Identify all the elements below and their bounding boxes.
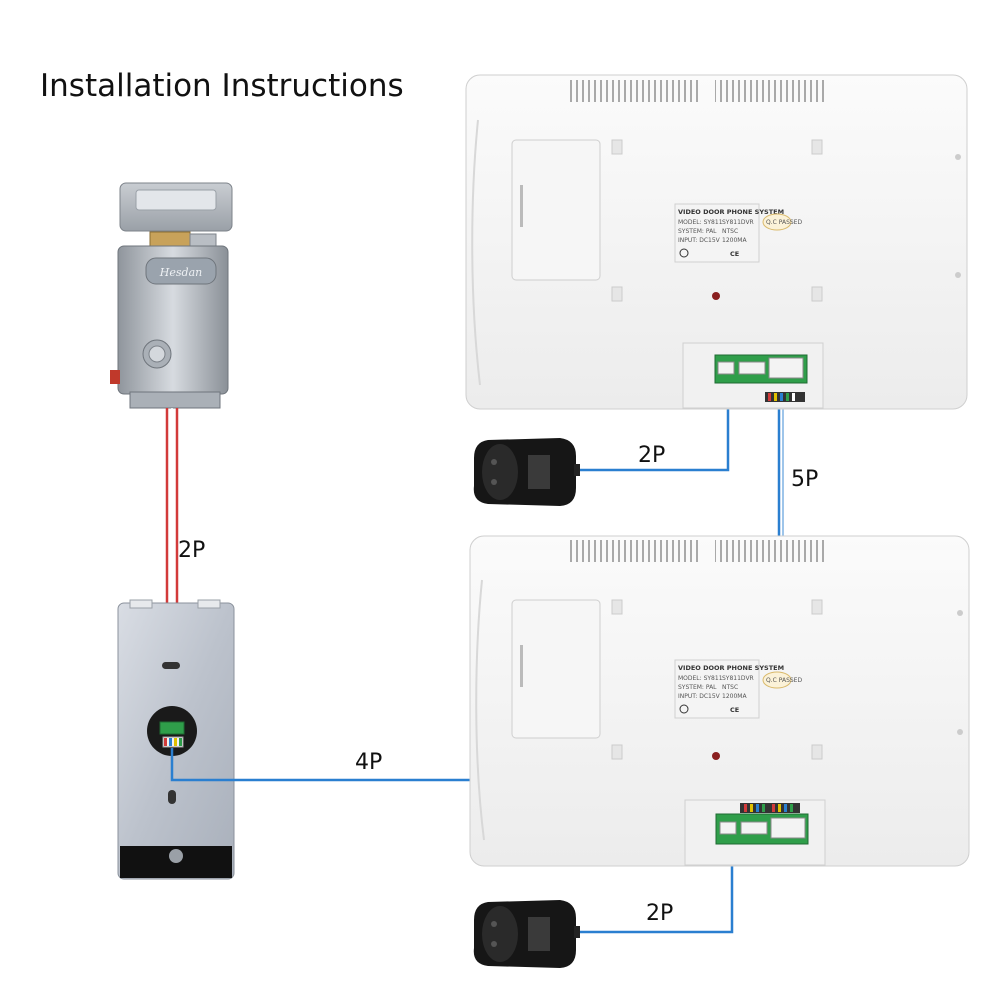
indoor-monitor-top: VIDEO DOOR PHONE SYSTEM MODEL: SY811 SY8… xyxy=(465,74,968,410)
svg-text:SY811DVR: SY811DVR xyxy=(722,219,754,226)
label-adapter-top: 2P xyxy=(638,443,665,468)
rating-label-bottom: VIDEO DOOR PHONE SYSTEM MODEL: SY811 SY8… xyxy=(674,659,802,719)
svg-text:MODEL: SY811: MODEL: SY811 xyxy=(678,219,723,226)
label-adapter-bottom: 2P xyxy=(646,901,673,926)
indoor-monitor-bottom: VIDEO DOOR PHONE SYSTEM MODEL: SY811 SY8… xyxy=(469,535,970,867)
svg-text:SY811DVR: SY811DVR xyxy=(722,675,754,682)
svg-text:SYSTEM: PAL: SYSTEM: PAL xyxy=(678,684,717,691)
lock-brand-logo: Hesdan xyxy=(159,266,202,279)
svg-text:SYSTEM: PAL: SYSTEM: PAL xyxy=(678,228,717,235)
power-adapter-bottom xyxy=(473,900,580,968)
svg-text:1200MA: 1200MA xyxy=(722,237,747,244)
rating-label-top: VIDEO DOOR PHONE SYSTEM MODEL: SY811 SY8… xyxy=(674,203,802,263)
svg-text:CE: CE xyxy=(730,706,739,714)
svg-text:INPUT: DC15V: INPUT: DC15V xyxy=(678,237,721,244)
svg-text:MODEL: SY811: MODEL: SY811 xyxy=(678,675,723,682)
power-adapter-top xyxy=(473,438,580,506)
svg-text:1200MA: 1200MA xyxy=(722,693,747,700)
svg-text:NTSC: NTSC xyxy=(722,684,738,691)
svg-text:CE: CE xyxy=(730,250,739,258)
svg-text:VIDEO DOOR PHONE SYSTEM: VIDEO DOOR PHONE SYSTEM xyxy=(678,664,784,672)
label-outdoor-to-monitor: 4P xyxy=(355,750,382,775)
svg-text:INPUT: DC15V: INPUT: DC15V xyxy=(678,693,721,700)
label-lock-to-outdoor: 2P xyxy=(178,538,205,563)
svg-text:Q.C PASSED: Q.C PASSED xyxy=(766,677,802,684)
electric-lock: Hesdan xyxy=(110,182,233,409)
svg-text:NTSC: NTSC xyxy=(722,228,738,235)
page-title: Installation Instructions xyxy=(40,68,404,104)
svg-text:Q.C PASSED: Q.C PASSED xyxy=(766,219,802,226)
label-monitor-to-monitor: 5P xyxy=(791,467,818,492)
outdoor-camera-unit xyxy=(117,599,235,880)
svg-text:VIDEO DOOR PHONE SYSTEM: VIDEO DOOR PHONE SYSTEM xyxy=(678,208,784,216)
